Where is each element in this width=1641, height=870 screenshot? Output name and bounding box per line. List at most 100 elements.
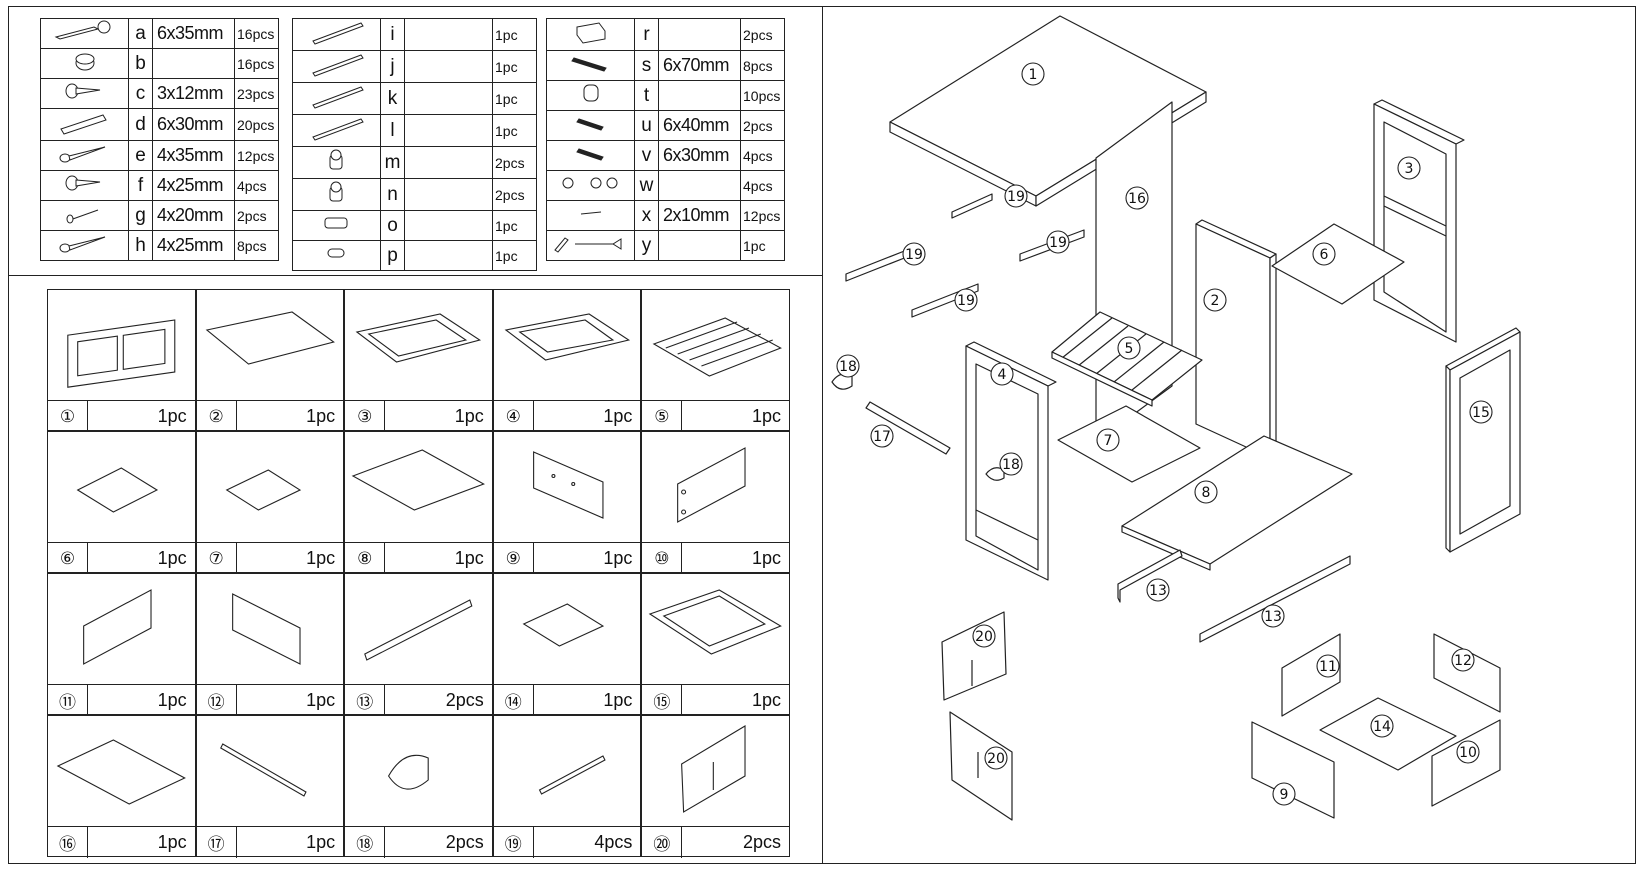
part-number: ⑩ bbox=[642, 543, 683, 574]
exploded-callout-19: 19 bbox=[1046, 230, 1070, 254]
hardware-quantity: 16pcs bbox=[234, 18, 279, 49]
bolt-icon bbox=[546, 110, 635, 141]
exploded-callout-text: 5 bbox=[1125, 341, 1134, 357]
hardware-size bbox=[658, 80, 741, 111]
part-quantity: 1pc bbox=[306, 690, 336, 710]
part-illustration bbox=[649, 589, 783, 655]
exploded-callout-1: 1 bbox=[1021, 62, 1045, 86]
part-illustration bbox=[677, 447, 746, 523]
cam-lock-icon bbox=[40, 48, 129, 79]
hardware-size: 2x10mm bbox=[658, 200, 741, 231]
panel-divider-horizontal bbox=[8, 275, 823, 276]
exploded-part-13-rails bbox=[1117, 549, 1351, 643]
hardware-quantity: 1pc bbox=[740, 230, 785, 261]
part-cell: ⑯ 1pc bbox=[47, 715, 196, 858]
wood-screw-icon bbox=[40, 230, 129, 261]
hardware-size: 4x25mm bbox=[152, 230, 235, 261]
part-illustration bbox=[351, 449, 486, 511]
cam-bolt-icon bbox=[40, 18, 129, 49]
exploded-part-15-door bbox=[1445, 327, 1521, 553]
exploded-callout-text: 15 bbox=[1472, 405, 1490, 421]
hardware-size bbox=[404, 210, 493, 241]
part-number: ⑥ bbox=[48, 543, 88, 574]
part-illustration bbox=[538, 755, 606, 795]
drawer-slide-icon bbox=[292, 50, 381, 83]
hardware-letter: f bbox=[128, 170, 153, 201]
part-quantity: 1pc bbox=[603, 548, 633, 568]
hardware-quantity: 4pcs bbox=[234, 170, 279, 201]
exploded-part-6-shelf bbox=[1271, 223, 1405, 305]
part-label-row: ⑭ 1pc bbox=[493, 684, 641, 716]
part-quantity: 1pc bbox=[603, 690, 633, 710]
hardware-letter: e bbox=[128, 140, 153, 171]
part-quantity: 1pc bbox=[157, 832, 187, 852]
part-illustration bbox=[522, 603, 604, 647]
part-illustration bbox=[355, 313, 482, 363]
hardware-size bbox=[658, 18, 741, 51]
part-illustration bbox=[83, 589, 152, 665]
nut-washer-icon bbox=[546, 170, 635, 201]
exploded-callout-19: 19 bbox=[902, 242, 926, 266]
hardware-quantity: 1pc bbox=[492, 82, 537, 115]
part-number: ⑯ bbox=[48, 827, 88, 858]
exploded-callout-18: 18 bbox=[836, 354, 860, 378]
hardware-quantity: 2pcs bbox=[234, 200, 279, 231]
hardware-letter: w bbox=[634, 170, 659, 201]
part-number: ① bbox=[48, 401, 88, 432]
exploded-callout-text: 19 bbox=[905, 247, 923, 263]
exploded-callout-text: 2 bbox=[1211, 293, 1220, 309]
hardware-size: 4x35mm bbox=[152, 140, 235, 171]
hardware-letter: l bbox=[380, 114, 405, 147]
hardware-quantity: 20pcs bbox=[234, 108, 279, 141]
hardware-letter: i bbox=[380, 18, 405, 51]
hardware-quantity: 12pcs bbox=[740, 200, 785, 231]
hardware-letter: p bbox=[380, 240, 405, 271]
hardware-quantity: 2pcs bbox=[740, 18, 785, 51]
exploded-callout-text: 18 bbox=[1002, 457, 1020, 473]
hardware-quantity: 12pcs bbox=[234, 140, 279, 171]
exploded-callout-text: 4 bbox=[998, 367, 1007, 383]
part-quantity: 2pcs bbox=[445, 832, 484, 852]
part-number: ② bbox=[197, 401, 237, 432]
exploded-callout-3: 3 bbox=[1397, 156, 1421, 180]
part-illustration bbox=[56, 739, 186, 805]
hardware-size bbox=[404, 114, 493, 147]
exploded-callout-8: 8 bbox=[1194, 480, 1218, 504]
exploded-callout-20: 20 bbox=[984, 746, 1008, 770]
part-illustration bbox=[652, 317, 783, 377]
exploded-callout-text: 20 bbox=[975, 629, 993, 645]
part-number: ⑨ bbox=[494, 543, 534, 574]
exploded-callout-11: 11 bbox=[1316, 654, 1340, 678]
hardware-letter: j bbox=[380, 50, 405, 83]
hardware-size: 6x30mm bbox=[152, 108, 235, 141]
exploded-callout-15: 15 bbox=[1469, 400, 1493, 424]
part-illustration bbox=[225, 469, 301, 511]
part-number: ⑭ bbox=[494, 685, 534, 716]
part-number: ⑰ bbox=[197, 827, 237, 858]
pin-nail-icon bbox=[546, 200, 635, 231]
small-screw-icon bbox=[40, 200, 129, 231]
